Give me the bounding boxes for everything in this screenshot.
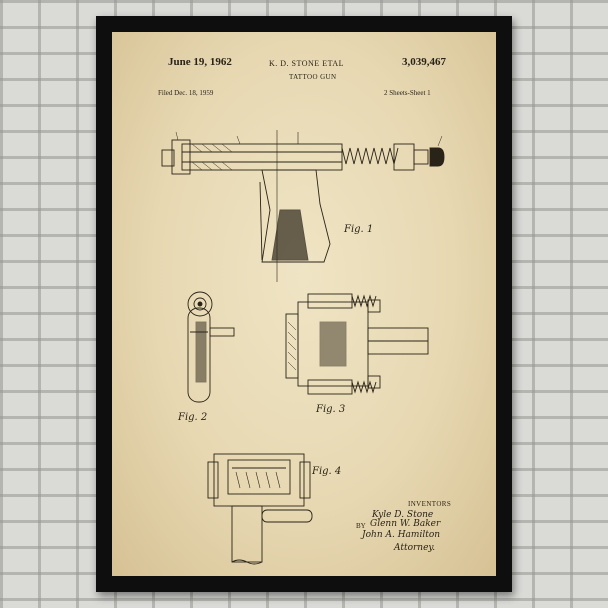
inventor-name-2: Glenn W. Baker: [370, 519, 441, 529]
figure-3-label: Fig. 3: [316, 404, 346, 415]
patent-filed-date: Filed Dec. 18, 1959: [158, 89, 214, 97]
figure-2-label: Fig. 2: [178, 412, 208, 423]
inventor-name-1: Kyle D. Stone: [372, 510, 434, 520]
patent-title: TATTOO GUN: [289, 73, 337, 81]
inventors-label: INVENTORS: [408, 500, 452, 508]
figure-1-label: Fig. 1: [344, 224, 374, 235]
by-label: BY: [356, 522, 366, 530]
patent-inventor-header: K. D. STONE ETAL: [269, 59, 344, 68]
patent-number: 3,039,467: [402, 56, 446, 68]
attorney-label: Attorney.: [394, 543, 436, 553]
attorney-name: John A. Hamilton: [362, 530, 441, 540]
patent-drawing: [161, 130, 445, 565]
patent-date: June 19, 1962: [168, 56, 232, 68]
figure-4-label: Fig. 4: [312, 466, 342, 477]
patent-sheets: 2 Sheets-Sheet 1: [384, 89, 431, 97]
patent-poster: June 19, 1962 K. D. STONE ETAL 3,039,467…: [112, 32, 496, 576]
